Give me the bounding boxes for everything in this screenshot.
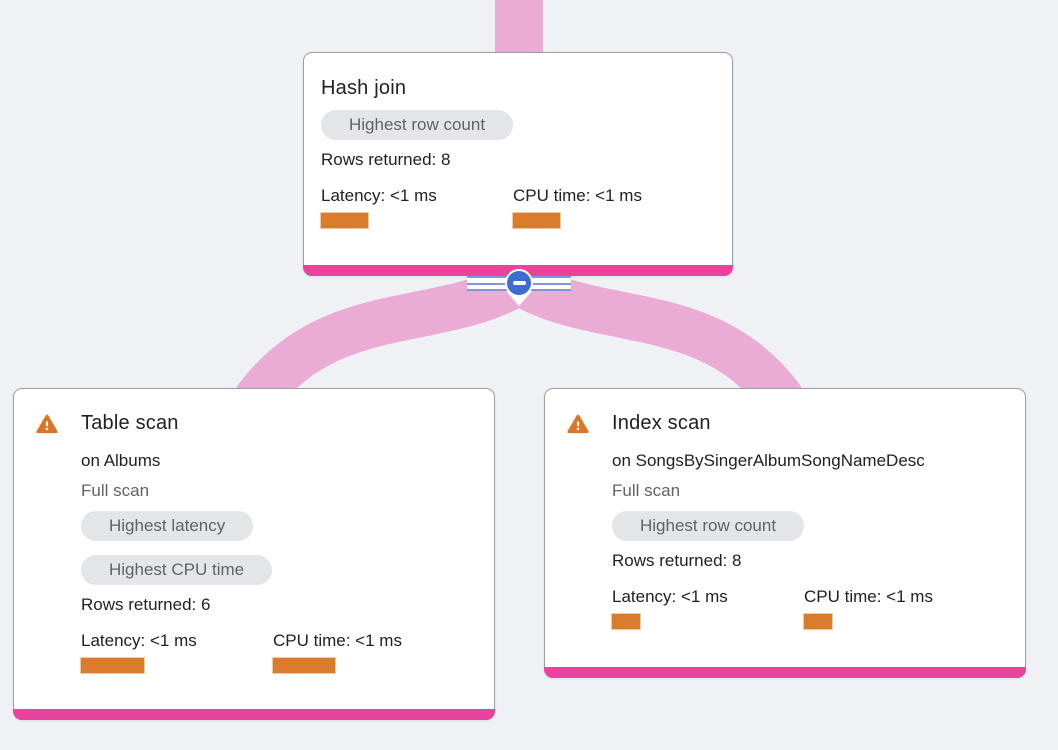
metrics-row: Latency: <1 ms CPU time: <1 ms (321, 184, 714, 228)
node-title: Hash join (321, 77, 407, 99)
latency-metric: Latency: <1 ms (81, 629, 273, 673)
metrics-row: Latency: <1 ms CPU time: <1 ms (81, 629, 476, 673)
rows-returned-label: Rows returned: 8 (321, 150, 451, 169)
scan-type-label: Full scan (612, 481, 681, 500)
cpu-time-label: CPU time: <1 ms (804, 587, 933, 606)
node-title: Index scan (612, 412, 711, 434)
edge-hashjoin-to-indexscan (496, 259, 804, 421)
highlight-badge: Highest row count (612, 511, 805, 541)
edge-parent-top (495, 0, 543, 57)
rows-returned-label: Rows returned: 8 (612, 551, 742, 570)
collapse-children-button[interactable] (505, 269, 533, 297)
latency-label: Latency: <1 ms (612, 587, 728, 606)
highlight-badge: Highest CPU time (81, 555, 273, 585)
warning-icon (36, 414, 58, 433)
edge-hashjoin-to-tablescan (234, 259, 542, 421)
node-card-index-scan[interactable]: Index scan on SongsBySingerAlbumSongName… (544, 388, 1026, 678)
cpu-time-bar (804, 614, 832, 629)
node-title: Table scan (81, 412, 179, 434)
latency-metric: Latency: <1 ms (321, 184, 513, 228)
highlight-badge: Highest latency (81, 511, 254, 541)
scan-target-label: on Albums (81, 451, 161, 470)
cpu-time-bar (513, 213, 560, 228)
cpu-time-metric: CPU time: <1 ms (513, 184, 705, 228)
latency-metric: Latency: <1 ms (612, 585, 804, 629)
cpu-time-label: CPU time: <1 ms (273, 631, 402, 650)
cpu-time-bar (273, 658, 335, 673)
warning-icon (567, 414, 589, 433)
highlight-badge: Highest row count (321, 110, 514, 140)
rows-returned-label: Rows returned: 6 (81, 595, 211, 614)
node-card-hash-join[interactable]: Hash join Highest row count Rows returne… (303, 52, 733, 276)
node-accent-bar (544, 667, 1026, 678)
cpu-time-metric: CPU time: <1 ms (273, 629, 465, 673)
metrics-row: Latency: <1 ms CPU time: <1 ms (612, 585, 1007, 629)
cpu-time-metric: CPU time: <1 ms (804, 585, 996, 629)
scan-type-label: Full scan (81, 481, 150, 500)
latency-bar (612, 614, 640, 629)
node-card-table-scan[interactable]: Table scan on Albums Full scan Highest l… (13, 388, 495, 720)
scan-target-label: on SongsBySingerAlbumSongNameDesc (612, 451, 925, 470)
cpu-time-label: CPU time: <1 ms (513, 186, 642, 205)
latency-label: Latency: <1 ms (321, 186, 437, 205)
latency-label: Latency: <1 ms (81, 631, 197, 650)
latency-bar (81, 658, 144, 673)
node-accent-bar (13, 709, 495, 720)
latency-bar (321, 213, 368, 228)
